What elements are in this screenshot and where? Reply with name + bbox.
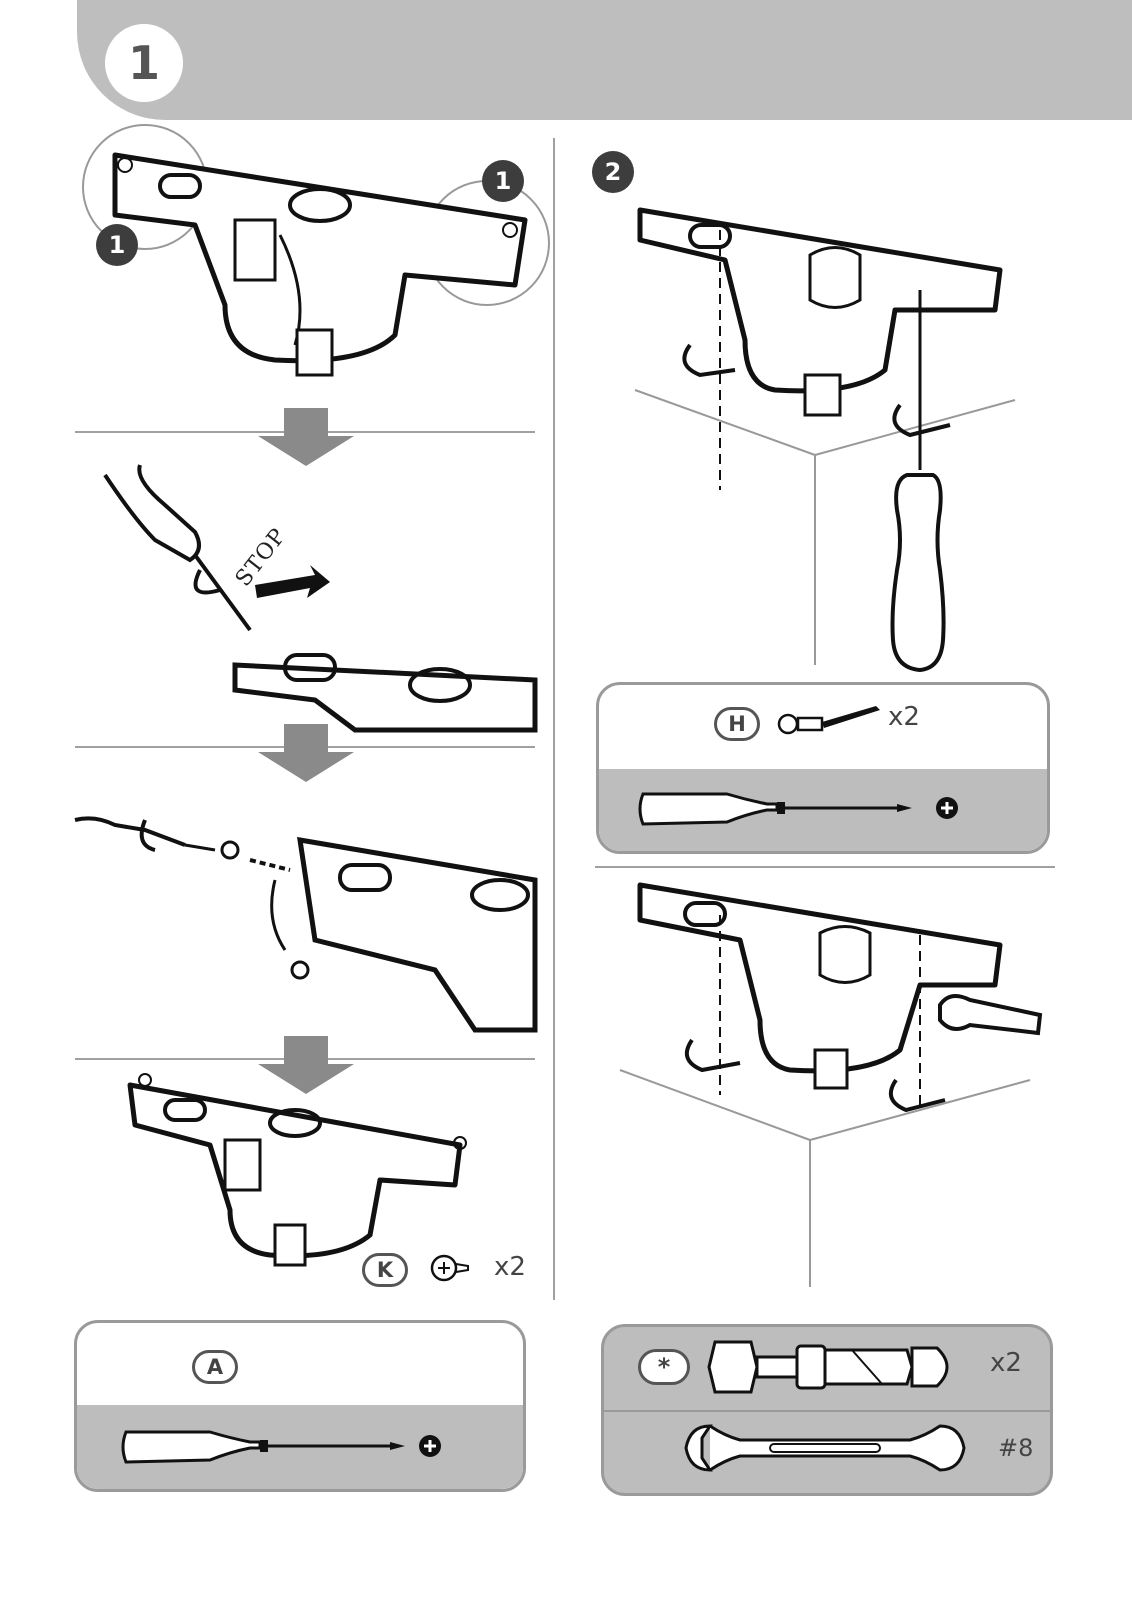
- phillips-screwdriver-icon: [637, 784, 937, 834]
- step-number: 1: [105, 24, 183, 102]
- callout-badge: 1: [96, 224, 138, 266]
- part-label-a: A: [192, 1350, 238, 1384]
- part-quantity-k: x2: [494, 1252, 526, 1282]
- callout-badge: 1: [482, 160, 524, 202]
- part-quantity-star: x2: [990, 1348, 1022, 1378]
- bracket-illustration-2: [120, 1065, 500, 1265]
- bracket-illustration-1: [75, 125, 555, 425]
- phillips-screwdriver-icon: [120, 1422, 420, 1472]
- part-label-h: H: [714, 707, 760, 741]
- ceiling-mount-screws-illustration: [595, 180, 1055, 720]
- screw-icon: [776, 698, 886, 738]
- part-label-star: *: [638, 1349, 690, 1385]
- lock-washer-screw-icon: [430, 1250, 470, 1286]
- phillips-plus-icon: [935, 796, 959, 820]
- phillips-plus-icon: [418, 1434, 442, 1458]
- part-label-k: K: [362, 1253, 408, 1287]
- down-arrow-icon: [256, 408, 356, 468]
- remove-screw-illustration: [75, 790, 535, 1050]
- down-arrow-icon: [256, 724, 356, 784]
- step-header: [77, 0, 1132, 120]
- ceiling-mount-bolts-illustration: [600, 875, 1060, 1295]
- anchor-bolt-icon: [707, 1332, 967, 1402]
- part-quantity-h: x2: [888, 702, 920, 732]
- wrench-size: #8: [998, 1434, 1033, 1462]
- screwdriver-stop-illustration: [95, 460, 535, 740]
- tool-band-divider: [604, 1410, 1050, 1412]
- open-end-wrench-icon: [680, 1418, 970, 1478]
- row-divider: [595, 866, 1055, 868]
